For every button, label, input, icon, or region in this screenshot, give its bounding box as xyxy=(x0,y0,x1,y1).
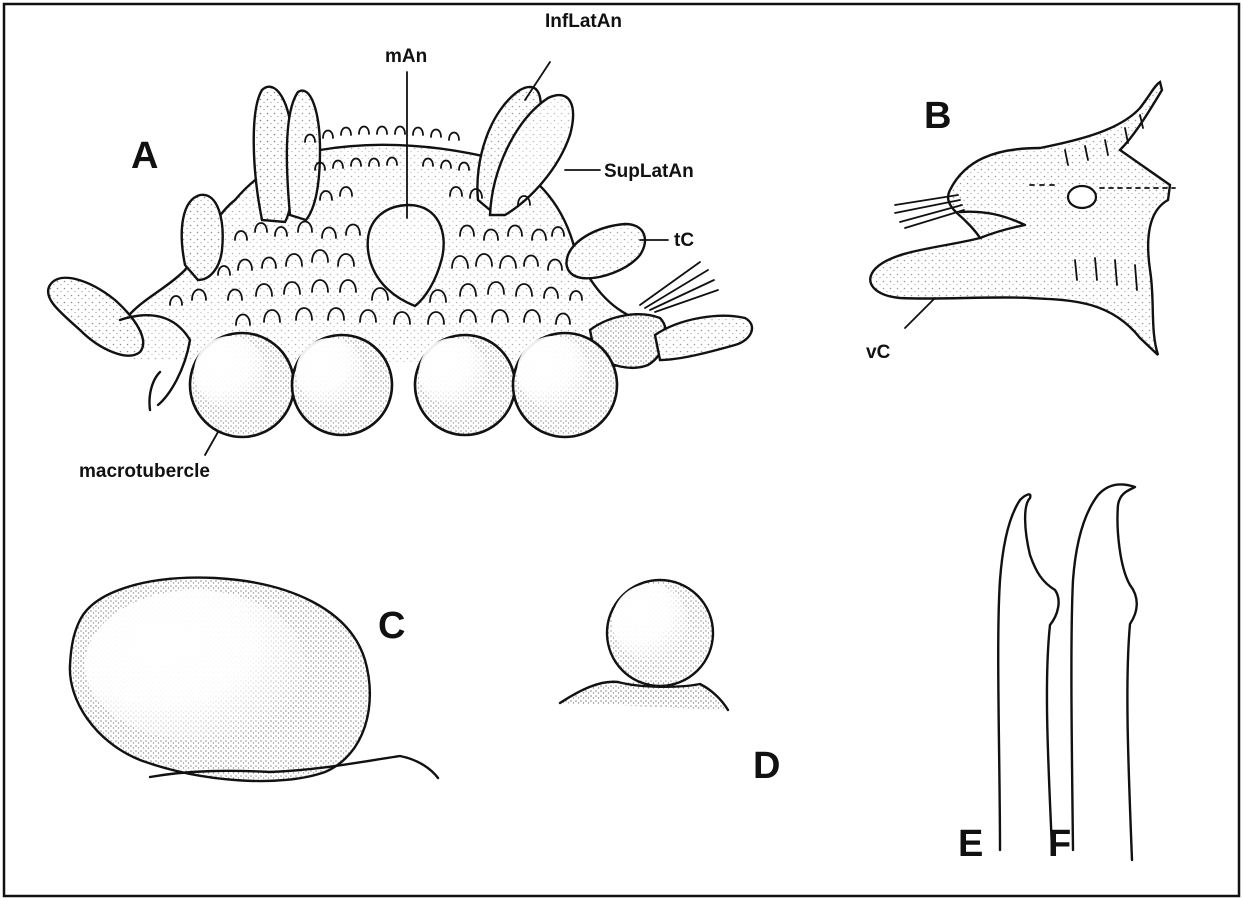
panel-b-drawing xyxy=(870,82,1175,355)
panel-f-drawing xyxy=(1071,484,1136,860)
panel-label-a: A xyxy=(131,135,158,177)
panel-e-drawing xyxy=(998,494,1058,850)
label-man: mAn xyxy=(385,46,427,67)
label-suplatan: SupLatAn xyxy=(604,161,694,182)
label-macrotubercle: macrotubercle xyxy=(79,461,210,482)
label-inflatan: InfLatAn xyxy=(545,11,622,32)
panel-label-b: B xyxy=(924,95,951,137)
label-tc: tC xyxy=(674,230,694,251)
panel-label-f: F xyxy=(1048,823,1071,865)
panel-d-drawing xyxy=(560,580,728,710)
panel-a-drawing xyxy=(48,62,752,455)
panel-label-c: C xyxy=(378,605,405,647)
panel-label-d: D xyxy=(753,745,780,787)
label-vc: vC xyxy=(866,342,891,363)
panel-label-e: E xyxy=(958,823,983,865)
